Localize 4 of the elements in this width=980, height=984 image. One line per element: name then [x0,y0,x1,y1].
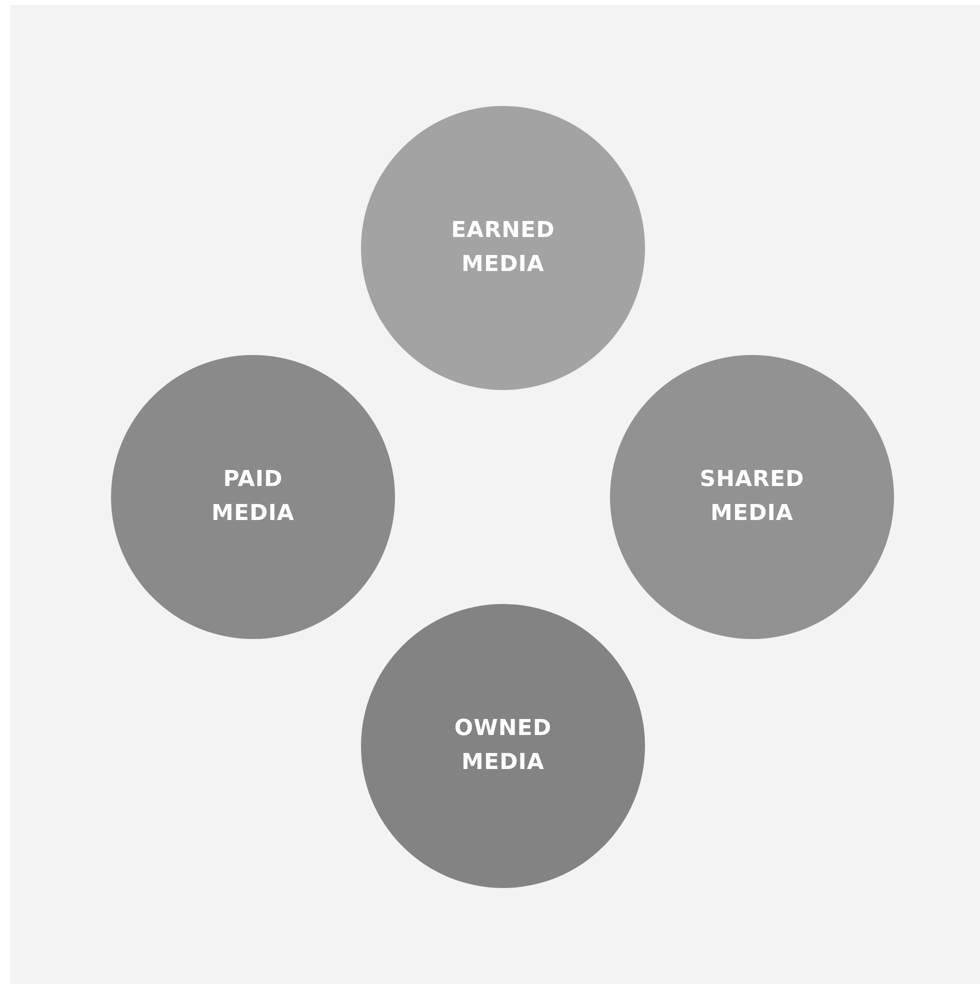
circle-label: SHARED MEDIA [698,466,806,528]
circle-label: OWNED MEDIA [453,715,553,777]
circle-label: PAID MEDIA [210,466,296,528]
circle-label: EARNED MEDIA [450,217,556,279]
